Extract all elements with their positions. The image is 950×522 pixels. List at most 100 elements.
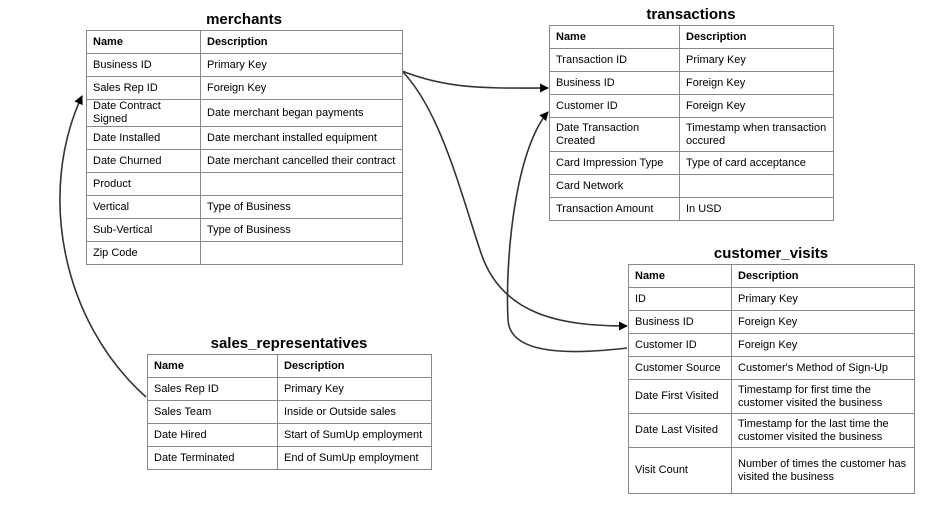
column-header-description: Description bbox=[679, 25, 834, 49]
field-description-cell: Foreign Key bbox=[200, 76, 403, 100]
field-name-cell: ID bbox=[628, 287, 732, 311]
field-description-cell: Timestamp for first time the customer vi… bbox=[731, 379, 915, 414]
field-name-cell: Zip Code bbox=[86, 241, 201, 265]
field-description-cell: Timestamp for the last time the customer… bbox=[731, 413, 915, 448]
field-name-cell: Customer Source bbox=[628, 356, 732, 380]
field-description-cell: Foreign Key bbox=[731, 333, 915, 357]
customer-visits-title: customer_visits bbox=[713, 245, 829, 262]
field-description-cell: Type of Business bbox=[200, 218, 403, 242]
field-name-cell: Transaction ID bbox=[549, 48, 680, 72]
merchants-header-row: Name Description bbox=[86, 30, 403, 54]
field-name-cell: Date Churned bbox=[86, 149, 201, 173]
field-name-cell: Product bbox=[86, 172, 201, 196]
column-header-name: Name bbox=[628, 264, 732, 288]
field-name-cell: Sales Team bbox=[147, 400, 278, 424]
field-name-cell: Vertical bbox=[86, 195, 201, 219]
field-name-cell: Sales Rep ID bbox=[86, 76, 201, 100]
field-description-cell: In USD bbox=[679, 197, 834, 221]
field-description-cell: Foreign Key bbox=[679, 94, 834, 118]
column-header-name: Name bbox=[549, 25, 680, 49]
merchants-row: Zip Code bbox=[86, 241, 403, 265]
field-name-cell: Card Network bbox=[549, 174, 680, 198]
field-name-cell: Date Contract Signed bbox=[86, 99, 201, 127]
field-name-cell: Date Hired bbox=[147, 423, 278, 447]
field-name-cell: Date Transaction Created bbox=[549, 117, 680, 152]
field-description-cell: Primary Key bbox=[731, 287, 915, 311]
field-description-cell: Date merchant installed equipment bbox=[200, 126, 403, 150]
field-description-cell bbox=[200, 241, 403, 265]
field-description-cell bbox=[679, 174, 834, 198]
field-description-cell: Date merchant cancelled their contract bbox=[200, 149, 403, 173]
field-description-cell: Date merchant began payments bbox=[200, 99, 403, 127]
field-description-cell: End of SumUp employment bbox=[277, 446, 432, 470]
field-description-cell: Primary Key bbox=[277, 377, 432, 401]
transactions-header-row: Name Description bbox=[549, 25, 834, 49]
field-description-cell: Timestamp when transaction occured bbox=[679, 117, 834, 152]
sales-representatives-title: sales_representatives bbox=[210, 335, 368, 352]
field-description-cell: Customer's Method of Sign-Up bbox=[731, 356, 915, 380]
field-name-cell: Date Terminated bbox=[147, 446, 278, 470]
field-name-cell: Business ID bbox=[628, 310, 732, 334]
field-name-cell: Sales Rep ID bbox=[147, 377, 278, 401]
field-name-cell: Visit Count bbox=[628, 447, 732, 494]
field-name-cell: Business ID bbox=[86, 53, 201, 77]
sales-representatives-entity: sales_representatives Name Description S… bbox=[147, 334, 432, 470]
merchants-row: Product bbox=[86, 172, 403, 196]
field-name-cell: Date Last Visited bbox=[628, 413, 732, 448]
field-description-cell: Type of Business bbox=[200, 195, 403, 219]
customer-visits-header-row: Name Description bbox=[628, 264, 915, 288]
merchants-title: merchants bbox=[206, 11, 282, 28]
field-name-cell: Date First Visited bbox=[628, 379, 732, 414]
arrow-merchants-business-id-to-transactions bbox=[401, 70, 549, 93]
field-name-cell: Business ID bbox=[549, 71, 680, 95]
column-header-description: Description bbox=[277, 354, 432, 378]
field-name-cell: Sub-Vertical bbox=[86, 218, 201, 242]
field-name-cell: Customer ID bbox=[549, 94, 680, 118]
transactions-entity: transactions Name Description Transactio… bbox=[549, 5, 834, 221]
field-description-cell: Primary Key bbox=[679, 48, 834, 72]
transactions-row: Card Network bbox=[549, 174, 834, 198]
field-description-cell: Type of card acceptance bbox=[679, 151, 834, 175]
sales-representatives-header-row: Name Description bbox=[147, 354, 432, 378]
field-name-cell: Transaction Amount bbox=[549, 197, 680, 221]
field-name-cell: Date Installed bbox=[86, 126, 201, 150]
field-name-cell: Card Impression Type bbox=[549, 151, 680, 175]
field-description-cell: Inside or Outside sales bbox=[277, 400, 432, 424]
column-header-description: Description bbox=[200, 30, 403, 54]
field-description-cell: Primary Key bbox=[200, 53, 403, 77]
field-description-cell bbox=[200, 172, 403, 196]
field-description-cell: Foreign Key bbox=[731, 310, 915, 334]
column-header-description: Description bbox=[731, 264, 915, 288]
column-header-name: Name bbox=[147, 354, 278, 378]
column-header-name: Name bbox=[86, 30, 201, 54]
field-description-cell: Start of SumUp employment bbox=[277, 423, 432, 447]
